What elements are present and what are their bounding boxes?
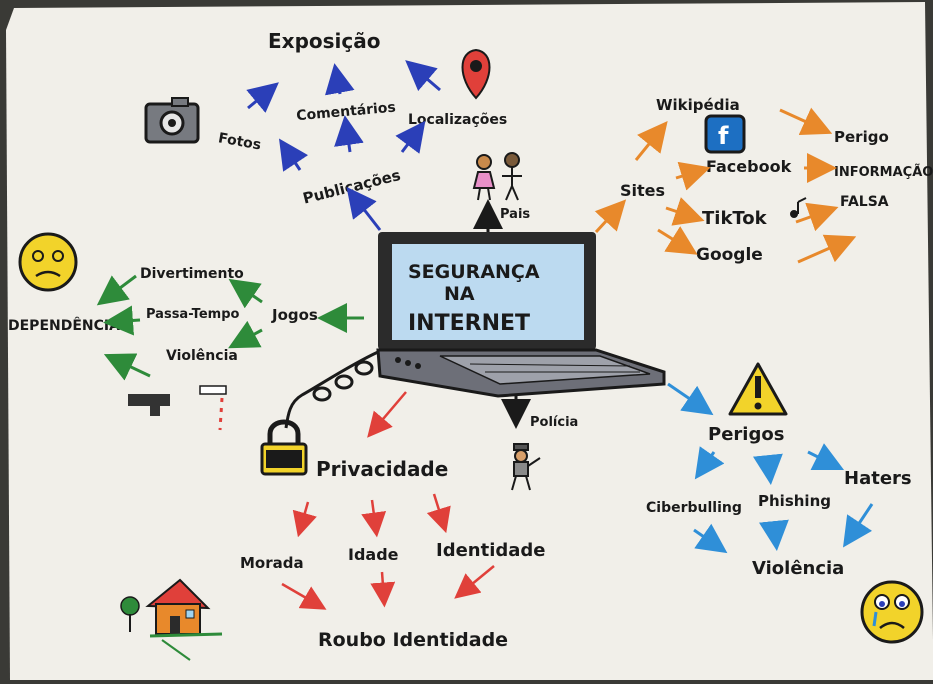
violencia-jogos-label: Violência: [166, 348, 238, 364]
dependencia-label: DEPENDÊNCIA: [8, 317, 120, 334]
exposicao-arrows: [246, 60, 441, 231]
center-title-line3: INTERNET: [408, 311, 530, 336]
perigos-arrows: [667, 382, 874, 554]
worried-face-icon: [18, 232, 78, 292]
lock-cable: [284, 350, 379, 429]
center-title-line2: NA: [444, 283, 475, 305]
crying-face-icon: [860, 580, 924, 644]
police-icon: [511, 443, 541, 491]
morada-label: Morada: [240, 554, 304, 572]
localizacoes-label: Localizações: [408, 112, 507, 128]
roubo-identidade-label: Roubo Identidade: [318, 629, 508, 651]
privacidade-label: Privacidade: [316, 457, 448, 481]
facebook-icon: f: [704, 114, 746, 154]
ciberbulling-label: Ciberbulling: [646, 500, 742, 516]
google-label: Google: [696, 245, 763, 265]
passatempo-label: Passa-Tempo: [146, 307, 239, 322]
weapon-icon: [128, 385, 227, 431]
location-pin-icon: [461, 48, 491, 100]
policia-label: Polícia: [530, 415, 578, 430]
tiktok-icon: [790, 197, 807, 218]
violencia-perigos-label: Violência: [752, 558, 844, 579]
phishing-label: Phishing: [758, 492, 831, 510]
padlock-icon: [260, 419, 308, 476]
camera-icon: [144, 97, 200, 144]
sites-label: Sites: [620, 181, 665, 200]
perigos-label: Perigos: [708, 424, 784, 445]
haters-label: Haters: [844, 468, 912, 489]
identidade-label: Identidade: [436, 540, 546, 561]
house-icon: [120, 578, 223, 661]
wikipedia-label: Wikipédia: [656, 96, 740, 114]
pais-label: Pais: [500, 207, 530, 222]
cable-links: [312, 360, 374, 402]
jogos-label: Jogos: [271, 306, 318, 324]
perigo-label: Perigo: [834, 128, 889, 146]
privacidade-arrows: [281, 391, 495, 610]
informacao-label: INFORMAÇÃO: [834, 164, 933, 180]
parents-icon: [472, 152, 522, 201]
divertimento-label: Divertimento: [140, 266, 244, 282]
sites-arrows: [594, 107, 857, 264]
exposicao-title: Exposição: [268, 29, 380, 53]
falsa-label: FALSA: [840, 194, 889, 210]
svg-text:f: f: [718, 122, 729, 150]
warning-icon: [728, 362, 788, 416]
fotos-label: Fotos: [217, 130, 262, 153]
idade-label: Idade: [348, 545, 399, 564]
center-title-line1: SEGURANÇA: [408, 261, 540, 283]
laptop-icon: [376, 232, 666, 398]
tiktok-label: TikTok: [702, 208, 768, 229]
jogos-arrows: [96, 274, 364, 381]
facebook-label: Facebook: [706, 157, 792, 176]
